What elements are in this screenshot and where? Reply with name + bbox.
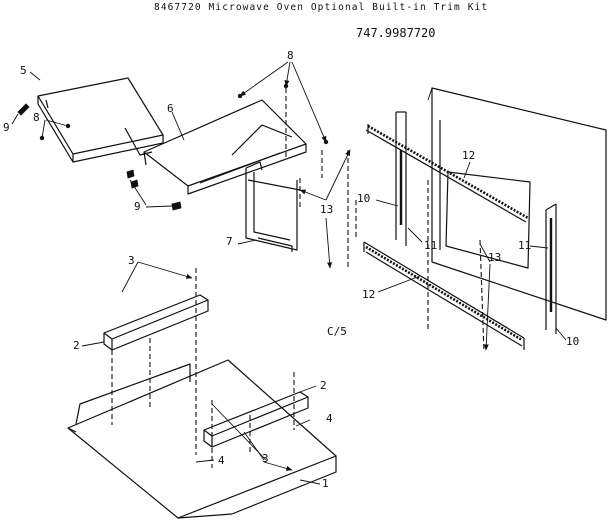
top-trim-panel-5	[37, 77, 164, 163]
leader-lines	[11, 61, 567, 485]
callout-4-left: 4	[218, 454, 225, 467]
base-plate-1	[67, 359, 337, 519]
callout-2-left: 2	[73, 339, 80, 352]
callout-9-left: 9	[3, 121, 10, 134]
part-number: 747.9987720	[356, 26, 436, 40]
callout-12-top: 12	[462, 149, 476, 162]
top-trim-panel-6	[143, 99, 307, 195]
callout-12-bottom: 12	[362, 288, 376, 301]
callout-7: 7	[226, 235, 233, 248]
callout-8-left: 8	[33, 111, 40, 124]
callout-2-right: 2	[320, 379, 327, 392]
alignment-lines	[111, 88, 485, 468]
callout-8-top: 8	[287, 49, 294, 62]
callout-13-right: 13	[488, 251, 502, 264]
rails-2	[103, 294, 309, 448]
diagram-title: 8467720 Microwave Oven Optional Built-in…	[154, 2, 489, 13]
callout-6: 6	[167, 102, 174, 115]
callout-13-left: 13	[320, 203, 334, 216]
diagram-code: C/5	[327, 325, 347, 338]
callout-11-right: 11	[518, 239, 532, 252]
callout-3-right: 3	[262, 452, 269, 465]
frame-assembly	[363, 87, 607, 350]
callout-1: 1	[322, 477, 329, 490]
callout-3-left: 3	[128, 254, 135, 267]
callout-4-right: 4	[326, 412, 333, 425]
callout-11-left: 11	[424, 239, 438, 252]
callout-10-right: 10	[566, 335, 580, 348]
callout-10-left: 10	[357, 192, 371, 205]
callout-5: 5	[20, 64, 27, 77]
callout-9-mid: 9	[134, 200, 141, 213]
side-channel-7	[245, 161, 301, 252]
